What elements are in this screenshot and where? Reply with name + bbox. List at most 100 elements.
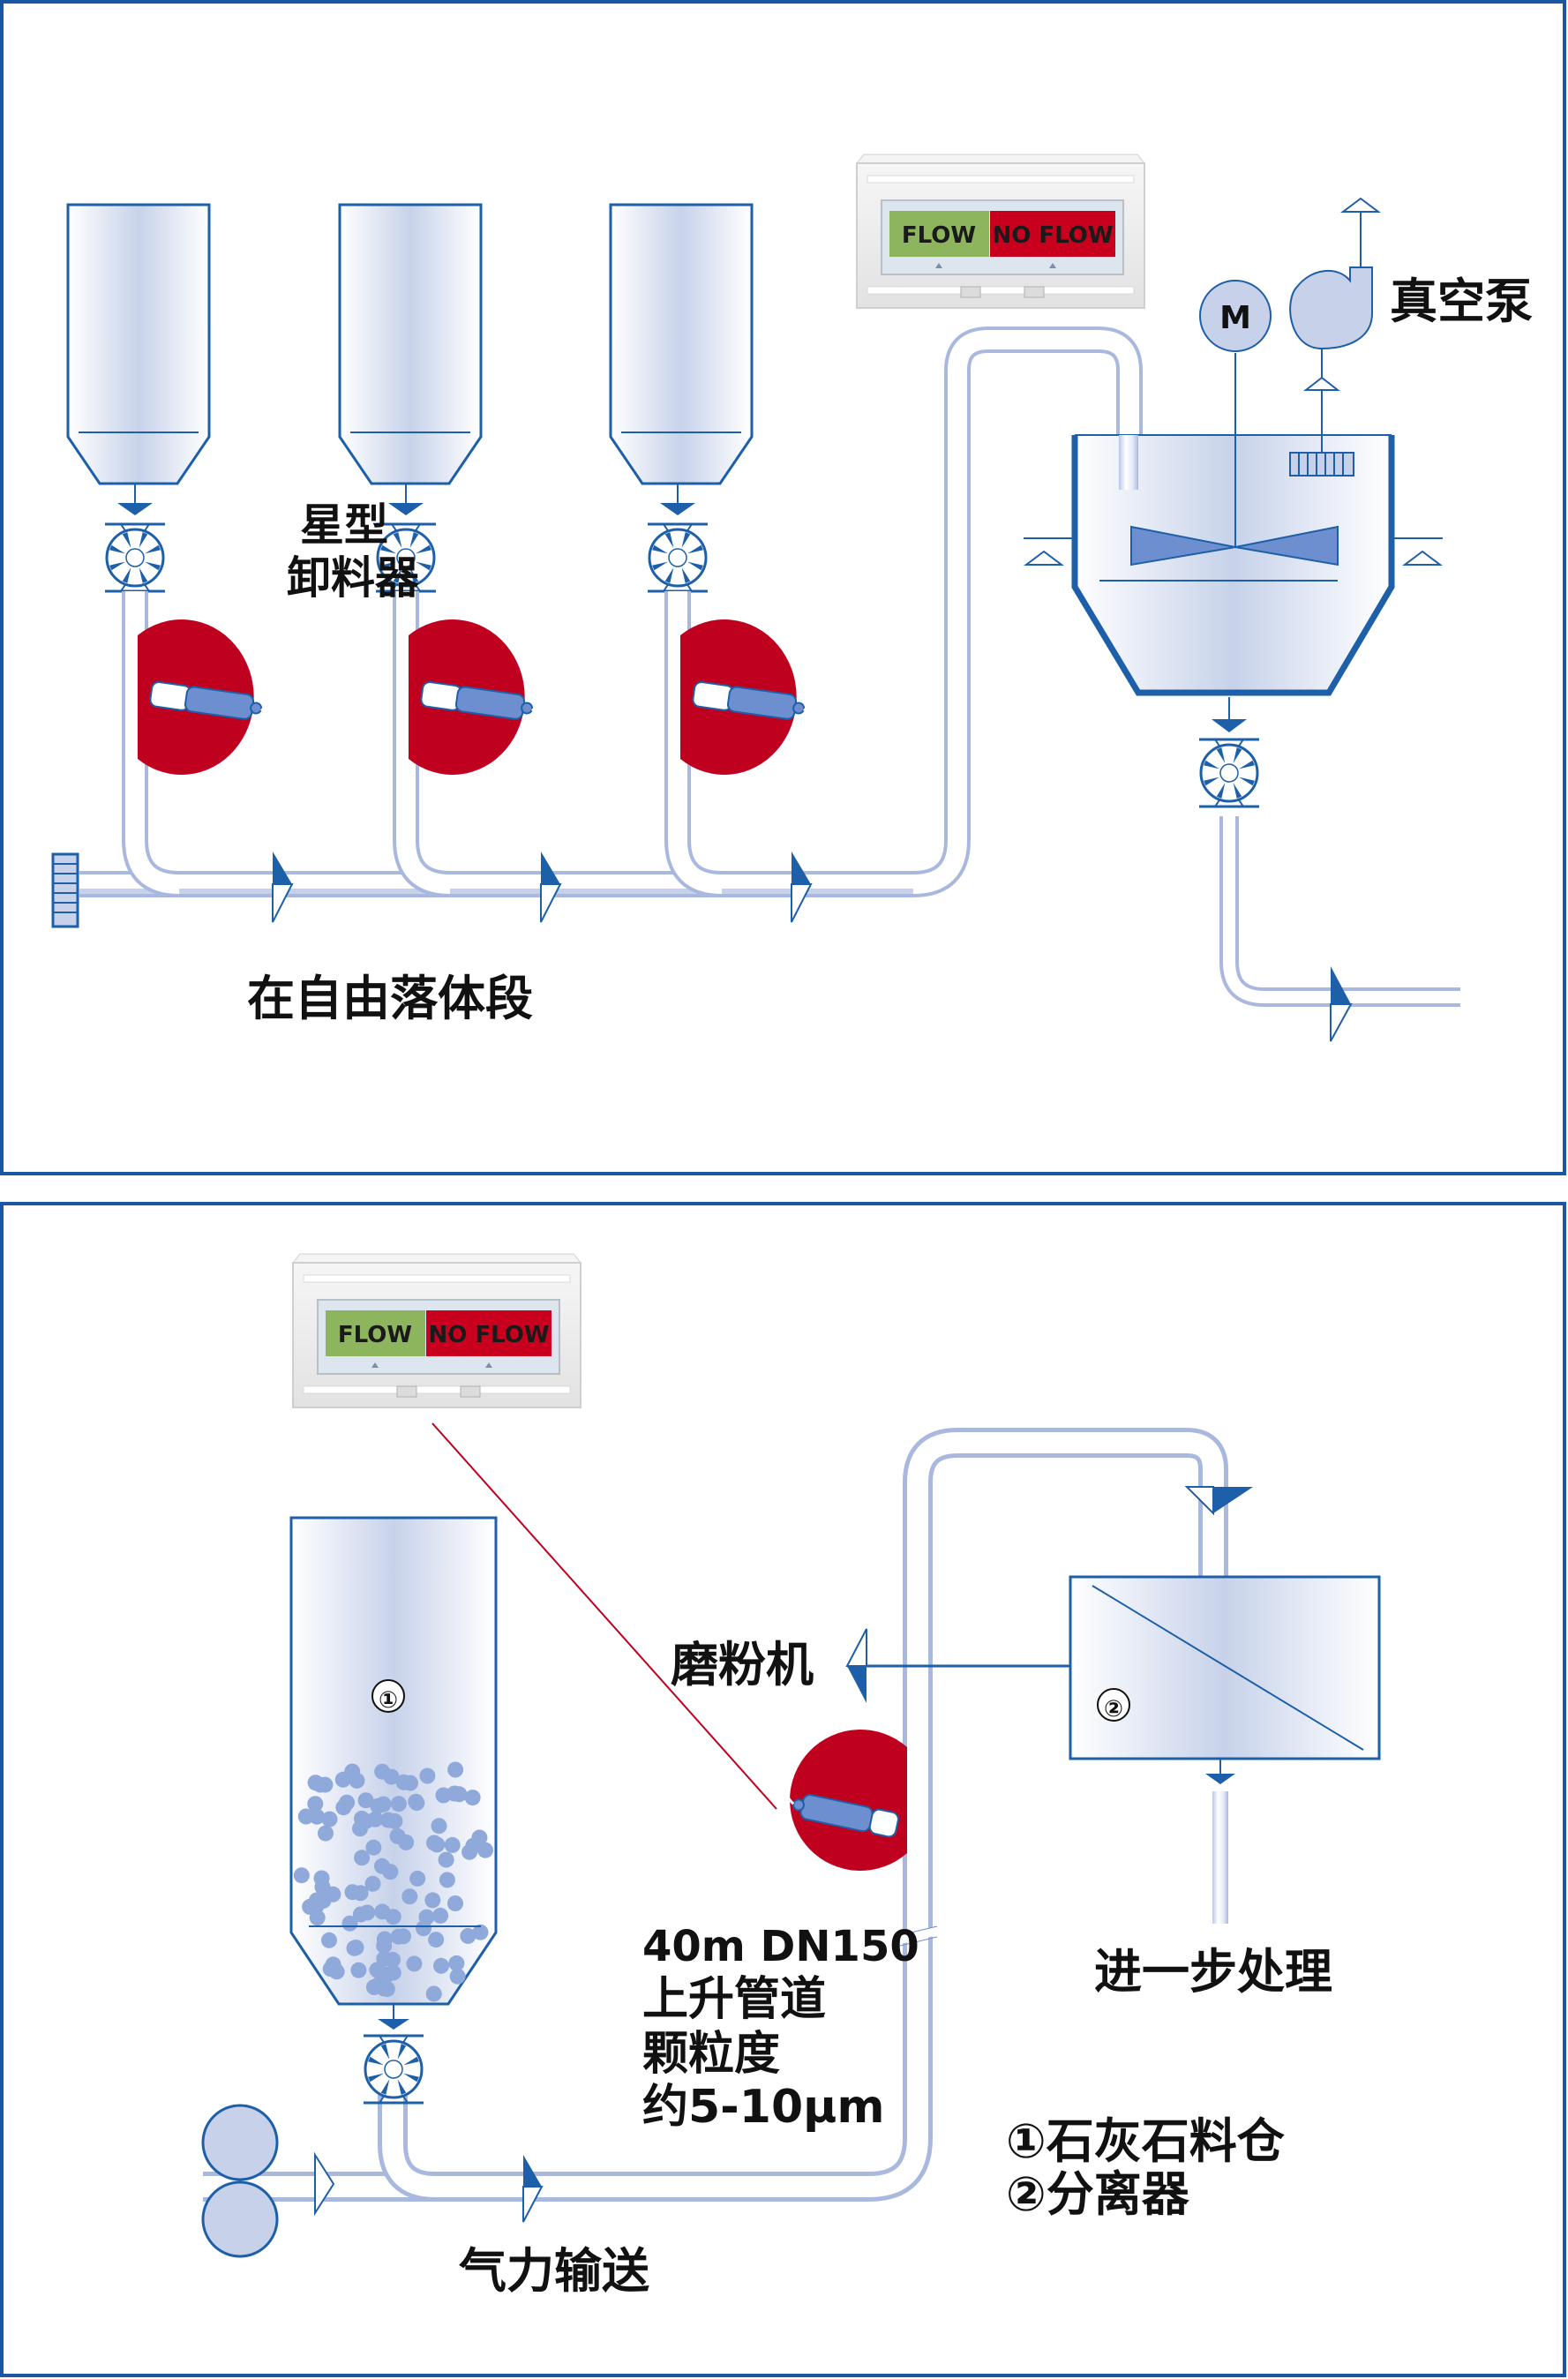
particle <box>429 1836 446 1853</box>
indicator-led-icon <box>935 263 942 268</box>
rotary-valve-icon <box>1199 738 1259 808</box>
particle <box>374 1763 391 1780</box>
particle <box>382 1864 399 1880</box>
particle <box>406 1955 423 1972</box>
motor-label: M <box>1219 300 1251 336</box>
rotary-valve-icon <box>105 522 165 593</box>
particle <box>357 1812 374 1829</box>
particle <box>433 1957 449 1974</box>
particle <box>395 1774 412 1790</box>
particle <box>374 1903 391 1920</box>
flow-arrow-icon <box>272 852 294 923</box>
particle <box>447 1895 463 1911</box>
particle <box>359 1904 376 1921</box>
silo-2 <box>338 203 551 897</box>
particle <box>418 1909 435 1925</box>
pipe-spec-line4: 约5-10μm <box>642 2081 885 2134</box>
separator-inlet-arrow-icon <box>1184 1486 1253 1516</box>
indicator-led-icon <box>485 1362 492 1368</box>
legend-item-silo: ①石灰石料仓 <box>1006 2113 1286 2169</box>
display-top-edge <box>291 1253 582 1264</box>
no-flow-indicator-label: NO FLOW <box>428 1322 549 1348</box>
rotary-valve-icon <box>648 522 708 593</box>
flow-indicator-label: FLOW <box>902 222 976 249</box>
flow-arrow-icon <box>522 2155 544 2223</box>
discharge-arrow-icon <box>660 503 695 515</box>
pipe-spec-line1: 40m DN150 <box>642 1922 919 1971</box>
top-main-pipe <box>79 326 1143 897</box>
blower-icon <box>201 2104 279 2258</box>
particle <box>460 1927 476 1944</box>
silo-marker: ① <box>379 1687 398 1714</box>
discharge-arrow-icon <box>388 503 424 515</box>
particle <box>350 1962 367 1978</box>
particle <box>344 1763 361 1780</box>
particle <box>448 1955 465 1971</box>
particle <box>370 1797 386 1814</box>
particle <box>385 1951 401 1968</box>
vacuum-pump-icon <box>1289 197 1381 350</box>
particle <box>390 1796 407 1812</box>
particle <box>376 1931 393 1947</box>
flow-arrow-icon <box>1330 966 1353 1042</box>
top-panel: FLOW NO FLOW <box>0 0 1566 1175</box>
discharge-arrow-icon <box>117 503 153 515</box>
particle <box>390 1928 407 1945</box>
particle <box>444 1836 461 1853</box>
limestone-silo: ① <box>289 1516 498 2105</box>
vessel-outlet <box>1199 697 1460 1042</box>
particle <box>439 1872 455 1888</box>
particle <box>325 1956 341 1973</box>
legend-item-separator: ②分离器 <box>1006 2166 1190 2222</box>
flow-arrow-icon <box>540 852 562 923</box>
check-arrow-icon <box>1303 376 1340 391</box>
rotary-valve-icon <box>376 522 436 593</box>
display-button <box>1024 286 1045 298</box>
flow-monitor-display-top: FLOW NO FLOW <box>855 154 1146 309</box>
particle <box>364 1875 381 1892</box>
flow-sensor-icon <box>680 619 822 775</box>
indicator-led-icon <box>1049 263 1056 268</box>
particle <box>408 1793 424 1810</box>
particle <box>471 1829 488 1846</box>
bottom-panel: ① ② <box>0 1202 1566 2377</box>
rotary-valve-label-line2: 卸料器 <box>287 552 420 604</box>
top-silo-group <box>66 203 822 897</box>
particle <box>352 1885 369 1902</box>
particle <box>307 1796 324 1812</box>
motor-icon: M <box>1199 280 1272 352</box>
top-panel-frame <box>0 0 1566 1175</box>
inlet-arrow-icon <box>314 2151 335 2217</box>
display-button <box>396 1385 417 1398</box>
display-top-edge <box>855 154 1146 164</box>
pipe-spec-line3: 颗粒度 <box>642 2028 780 2081</box>
agitator-blade-icon <box>1234 525 1339 567</box>
particle <box>369 1962 386 1978</box>
mixing-vessel <box>1024 349 1443 696</box>
particle <box>365 1839 382 1856</box>
particle <box>314 1879 331 1895</box>
particle <box>409 1870 426 1887</box>
particle <box>432 1907 449 1924</box>
particle <box>461 1843 478 1860</box>
particle <box>354 1850 371 1866</box>
further-processing-label: 进一步处理 <box>1094 1944 1332 2000</box>
rotary-valve-icon <box>364 2034 424 2105</box>
pipe-spec-line2: 上升管道 <box>642 1973 826 2026</box>
no-flow-indicator-label: NO FLOW <box>992 222 1113 249</box>
display-button <box>460 1385 481 1398</box>
particle <box>293 1867 310 1884</box>
mill-label: 磨粉机 <box>671 1637 814 1692</box>
flow-indicator <box>889 211 989 257</box>
pneumatic-conveying-label: 气力输送 <box>459 2243 649 2299</box>
particle <box>472 1924 489 1940</box>
particle <box>379 1812 396 1828</box>
particle <box>366 1979 382 1995</box>
particle <box>464 1790 481 1806</box>
no-flow-indicator <box>990 211 1115 257</box>
particle <box>446 1785 463 1802</box>
exhaust-arrow-icon <box>1340 197 1381 213</box>
particle <box>401 1888 418 1905</box>
